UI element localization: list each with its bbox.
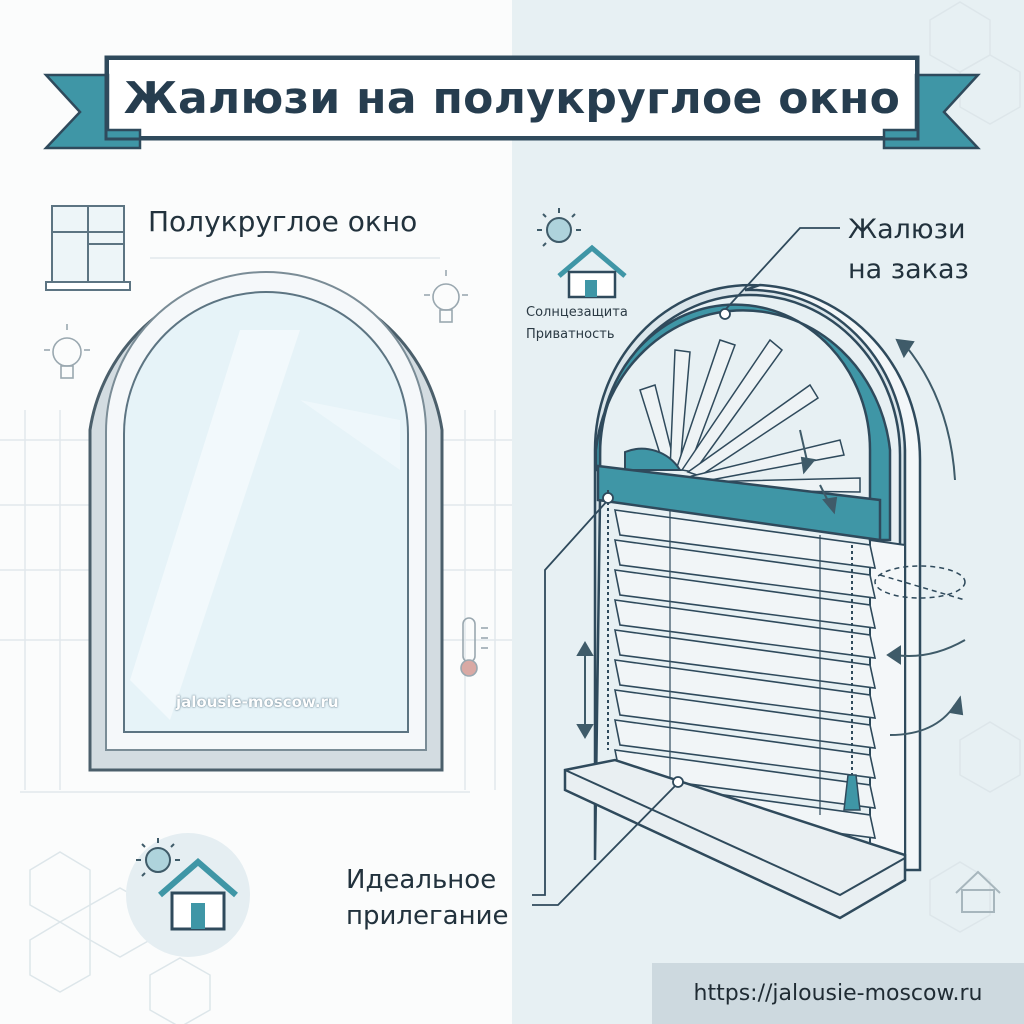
custom-blinds-line1: Жалюзи [848,214,966,245]
footer-url-bar: https://jalousie-moscow.ru [652,963,1024,1024]
lightbulb-icon [44,324,90,379]
custom-blinds-label: Жалюзи на заказ [848,210,969,290]
footer-url-link[interactable]: https://jalousie-moscow.ru [693,981,983,1006]
sun-house-icon [537,208,627,299]
features-label: Солнцезащита Приватность [526,302,628,346]
perfect-fit-line1: Идеальное [346,865,497,895]
feature-privacy: Приватность [526,327,615,342]
background-grid [0,257,512,793]
feature-sun-protection: Солнцезащита [526,305,628,320]
thermometer-icon [460,617,488,677]
watermark: jalousie-moscow.ru [176,693,339,711]
sun-house-badge [126,833,250,957]
arched-window-drawing [88,271,444,772]
lightbulb-icon [424,270,468,323]
callout-lines [532,227,840,906]
perfect-fit-label: Идеальное прилегание [346,862,509,934]
left-panel-title: Полукруглое окно [148,205,418,238]
title-banner: Жалюзи на полукруглое окно [106,57,918,139]
arrow-icon [576,338,966,739]
dashed-rotation-guide [874,565,966,601]
page-title: Жалюзи на полукруглое окно [123,72,901,124]
perfect-fit-line2: прилегание [346,901,509,931]
blinds-window-drawing [563,283,922,920]
window-icon [45,205,131,291]
house-icon [955,870,1001,913]
custom-blinds-line2: на заказ [848,254,969,285]
